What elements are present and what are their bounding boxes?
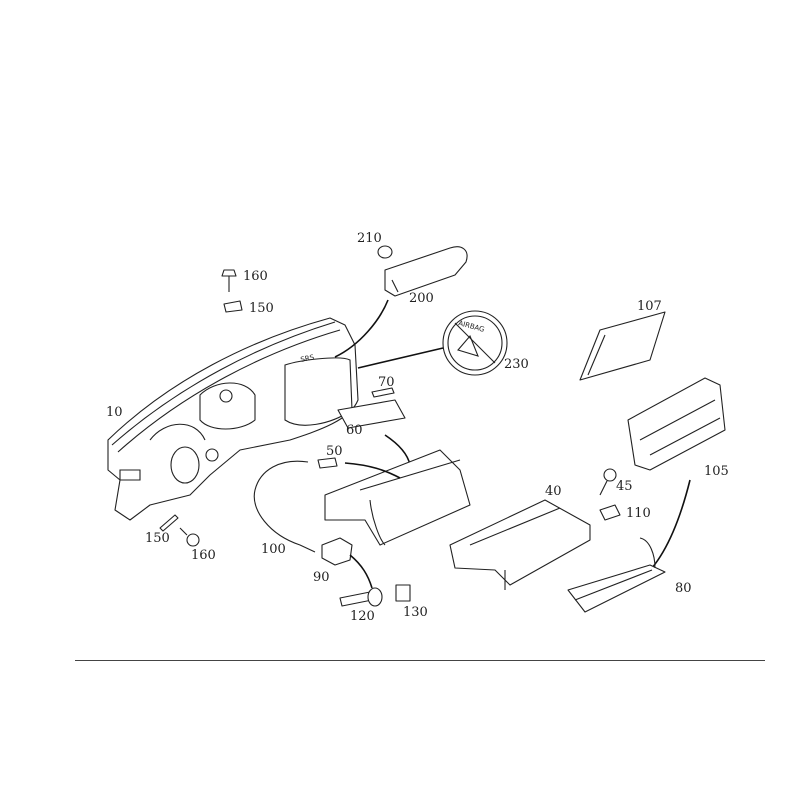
callout-90: 90 [313,570,330,585]
callout-40: 40 [545,484,562,499]
callout-107: 107 [637,299,662,314]
screw-160 [221,269,237,292]
clip-150b [159,514,179,532]
screw-45 [603,468,617,482]
callout-105: 105 [704,464,729,479]
callout-60: 60 [346,423,363,438]
callout-120: 120 [350,609,375,624]
cover-130 [395,584,411,602]
nut-210 [377,245,393,259]
lamp-60 [337,399,406,429]
callout-10: 10 [106,405,123,420]
callout-50: 50 [326,444,343,459]
part-110 [599,504,621,521]
callout-70: 70 [378,375,395,390]
callout-150: 150 [249,301,274,316]
cover-107 [579,311,666,381]
glovebox-housing-40 [449,499,591,590]
callout-130: 130 [403,605,428,620]
srs-marking: SRS [300,353,316,364]
callout-110: 110 [626,506,651,521]
cable-100 [253,460,316,553]
tray-105 [627,377,726,471]
callout-45: 45 [616,479,633,494]
airbag-module-200 [377,245,468,297]
airbag-warning-label-230: AIRBAG [442,310,508,376]
dashboard-part-10: SRS [107,317,359,521]
lock-cylinder-120 [339,591,373,607]
callout-160: 160 [243,269,268,284]
latch-50 [317,457,338,469]
callout-210: 210 [357,231,382,246]
callout-230: 230 [504,357,529,372]
callout-160-lower: 160 [191,548,216,563]
callout-200: 200 [409,291,434,306]
callout-100: 100 [261,542,286,557]
lock-90 [321,537,353,566]
callout-150-lower: 150 [145,531,170,546]
clip-150 [223,300,243,313]
glovebox-part [324,449,471,546]
handle-80 [567,537,666,613]
bulb-70 [371,387,395,398]
screw-160b [179,527,200,547]
callout-80: 80 [675,581,692,596]
divider-line [75,660,765,661]
